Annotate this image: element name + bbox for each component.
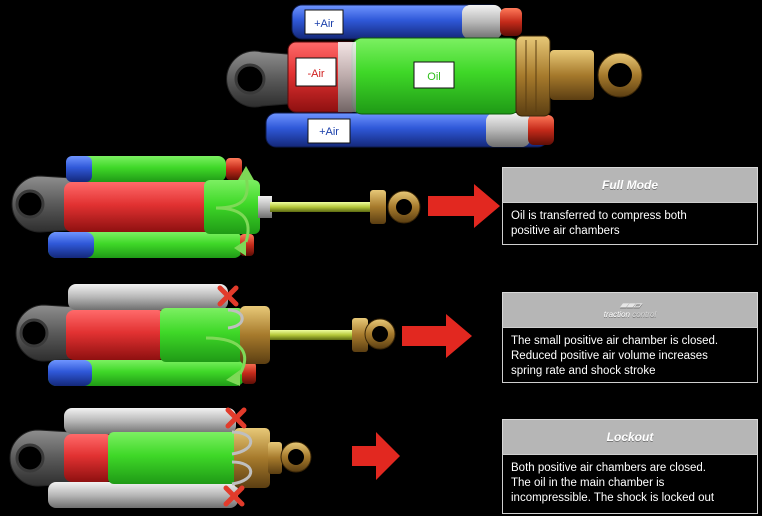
traction-logo-text: traction	[603, 310, 630, 319]
label-positive-air-top: +Air	[314, 18, 334, 30]
full-mode-panel: Full Mode Oil is transferred to compress…	[502, 167, 758, 245]
traction-logo-mark-icon: ▰▰▱	[619, 300, 641, 311]
full-flow-arrow-down	[215, 206, 250, 243]
full-mode-description: Oil is transferred to compress both posi…	[502, 202, 758, 245]
lockout-text-line-3: incompressible. The shock is locked out	[511, 492, 715, 504]
label-positive-air-bottom: +Air	[319, 126, 339, 138]
lockout-closed-chamber-top	[64, 408, 236, 434]
full-mode-text-line-1: Oil is transferred to compress both	[511, 210, 687, 222]
traction-shaft	[270, 330, 356, 340]
lockout-closed-x-icon-bottom	[223, 485, 245, 507]
lockout-description: Both positive air chambers are closed. T…	[502, 454, 758, 514]
full-mode-text-line-2: positive air chambers	[511, 225, 620, 237]
traction-closed-chamber	[68, 284, 228, 310]
full-mode-arrow	[428, 184, 500, 228]
traction-logo-text-control: control	[632, 310, 657, 319]
lockout-text-line-1: Both positive air chambers are closed.	[511, 462, 706, 474]
traction-description: The small positive air chamber is closed…	[502, 327, 758, 383]
traction-panel: ▰▰▱ traction control The small positive …	[502, 292, 758, 383]
traction-text-line-2: Reduced positive air volume increases	[511, 350, 708, 362]
lockout-arrow	[352, 432, 400, 480]
label-negative-air: -Air	[307, 68, 324, 80]
traction-arrow	[402, 314, 472, 358]
full-shaft	[270, 202, 376, 212]
lockout-panel: Lockout Both positive air chambers are c…	[502, 419, 758, 514]
full-mode-shock	[11, 156, 500, 258]
full-mode-title: Full Mode	[502, 167, 758, 202]
traction-shock	[15, 284, 472, 386]
traction-closed-x-icon	[217, 285, 239, 307]
traction-logo: ▰▰▱ traction control	[502, 292, 758, 327]
lockout-shock	[9, 407, 400, 508]
lockout-closed-chamber-bottom	[48, 482, 238, 508]
top-shock: +Air -Air Oil +Air	[226, 4, 643, 148]
traction-text-line-3: spring rate and shock stroke	[511, 365, 656, 377]
label-oil: Oil	[427, 71, 440, 83]
lockout-title: Lockout	[502, 419, 758, 454]
traction-flow-arrow-down	[205, 336, 247, 375]
traction-text-line-1: The small positive air chamber is closed…	[511, 335, 719, 347]
lockout-closed-x-icon-top	[225, 407, 247, 429]
lockout-text-line-2: The oil in the main chamber is	[511, 477, 665, 489]
